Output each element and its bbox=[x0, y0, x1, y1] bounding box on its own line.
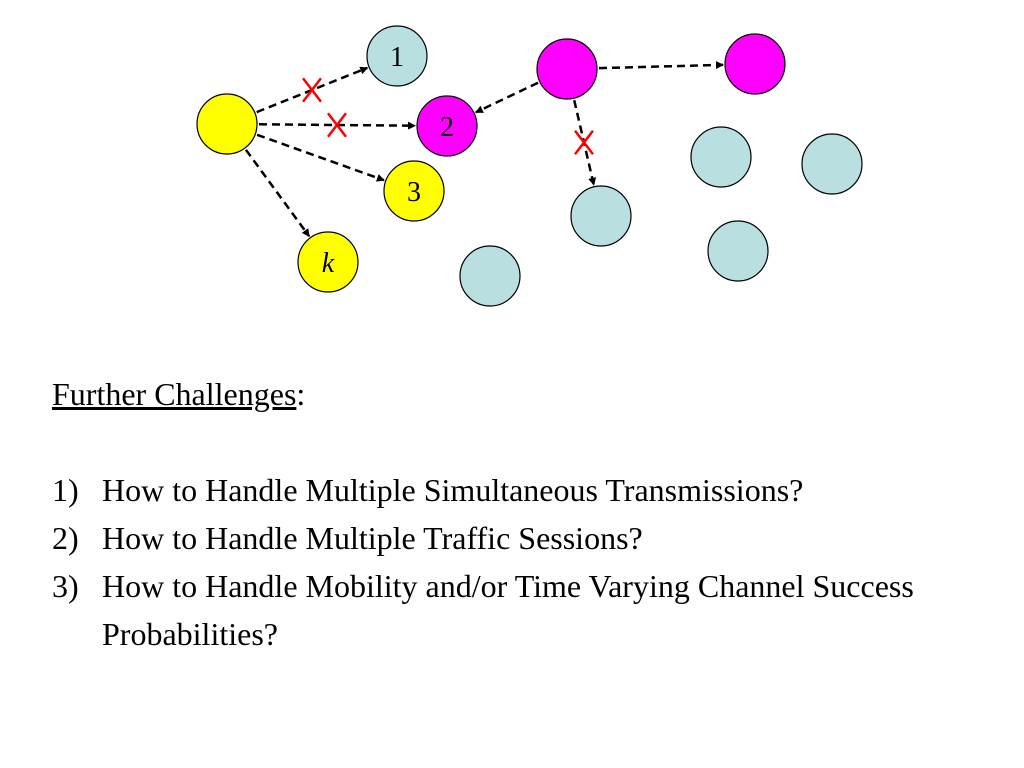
heading-line: Further Challenges: bbox=[52, 370, 1012, 418]
item-number: 3) bbox=[52, 568, 79, 604]
item-number: 2) bbox=[52, 520, 79, 556]
node-circle bbox=[416, 95, 478, 157]
node-circle bbox=[196, 93, 258, 155]
heading-suffix: : bbox=[296, 376, 306, 412]
challenge-item-1: 1) How to Handle Multiple Simultaneous T… bbox=[52, 466, 1012, 514]
network-diagram: 1 2 3 k bbox=[196, 25, 863, 307]
node-b5 bbox=[459, 245, 521, 307]
node-circle bbox=[801, 133, 863, 195]
node-m2 bbox=[724, 33, 786, 95]
node-source bbox=[196, 93, 258, 155]
node-b2 bbox=[690, 126, 752, 188]
node-circle bbox=[366, 25, 428, 87]
node-n3: 3 bbox=[383, 160, 445, 222]
challenge-item-3: 3) How to Handle Mobility and/or Time Va… bbox=[52, 562, 1012, 658]
edges bbox=[244, 61, 725, 237]
node-b4 bbox=[707, 220, 769, 282]
item-text: How to Handle Multiple Traffic Sessions? bbox=[102, 520, 643, 556]
challenges-text: Further Challenges: 1) How to Handle Mul… bbox=[52, 370, 1012, 658]
failed-transmission-mark bbox=[327, 112, 347, 138]
node-circle bbox=[690, 126, 752, 188]
challenge-item-2: 2) How to Handle Multiple Traffic Sessio… bbox=[52, 514, 1012, 562]
edge-m1-to-n2 bbox=[475, 81, 539, 114]
node-label: 3 bbox=[407, 177, 421, 208]
edge-source-to-n3 bbox=[256, 133, 385, 182]
node-n2: 2 bbox=[416, 95, 478, 157]
node-circle bbox=[707, 220, 769, 282]
node-circle bbox=[570, 185, 632, 247]
heading: Further Challenges bbox=[52, 376, 297, 412]
node-n1: 1 bbox=[366, 25, 428, 87]
node-circle bbox=[297, 231, 359, 293]
node-label: k bbox=[322, 248, 335, 279]
node-circle bbox=[724, 33, 786, 95]
item-text: How to Handle Multiple Simultaneous Tran… bbox=[102, 472, 804, 508]
node-nk: k bbox=[297, 231, 359, 293]
node-b1 bbox=[570, 185, 632, 247]
node-label: 2 bbox=[440, 112, 454, 143]
node-b3 bbox=[801, 133, 863, 195]
edge-source-to-nk bbox=[244, 149, 311, 237]
nodes: 1 2 3 k bbox=[196, 25, 863, 307]
node-circle bbox=[459, 245, 521, 307]
failed-transmission-mark bbox=[302, 77, 322, 103]
item-number: 1) bbox=[52, 472, 79, 508]
edge-m1-to-m2 bbox=[598, 61, 725, 70]
failed-transmission-mark bbox=[574, 130, 594, 155]
item-text: How to Handle Mobility and/or Time Varyi… bbox=[102, 568, 914, 652]
node-circle bbox=[383, 160, 445, 222]
node-m1 bbox=[536, 38, 598, 100]
node-circle bbox=[536, 38, 598, 100]
node-label: 1 bbox=[390, 42, 404, 73]
